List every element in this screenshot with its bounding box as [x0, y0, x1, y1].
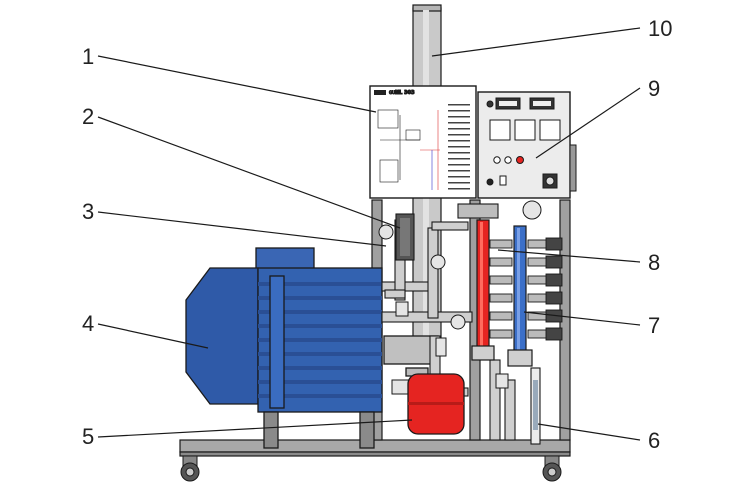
process-schematic-panel: GUNT HL 303 — [369, 85, 477, 199]
callout-9: 9 — [648, 76, 661, 101]
callout-4: 4 — [82, 311, 95, 336]
callout-6: 6 — [648, 428, 661, 453]
valves-fittings — [378, 200, 542, 395]
flow-meter — [530, 367, 541, 445]
leader-lines — [97, 27, 641, 441]
control-cabinet — [477, 91, 577, 199]
castor-wheels — [180, 455, 562, 482]
cold-water-pipe — [507, 225, 533, 367]
panel-brand: GUNT — [389, 90, 401, 95]
manifold-connectors — [489, 237, 563, 341]
panel-model: HL 303 — [395, 90, 415, 96]
callout-7: 7 — [648, 313, 661, 338]
electric-motor — [185, 247, 439, 449]
callout-2: 2 — [82, 104, 95, 129]
expansion-vessel — [405, 367, 465, 435]
callout-1: 1 — [82, 44, 95, 69]
burner-unit — [395, 213, 415, 261]
callout-3: 3 — [82, 199, 95, 224]
callout-8: 8 — [648, 250, 661, 275]
hot-water-pipe — [471, 219, 495, 361]
callout-5: 5 — [82, 424, 95, 449]
callout-10: 10 — [648, 16, 673, 41]
